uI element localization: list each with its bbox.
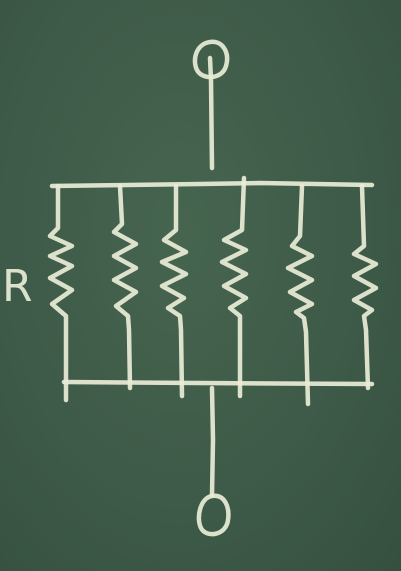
resistor-1	[47, 183, 75, 403]
resistor-6	[351, 183, 379, 391]
top-bus-wire	[49, 180, 375, 189]
bottom-bus-wire	[61, 379, 375, 387]
bottom-terminal	[196, 493, 231, 537]
resistor-4	[219, 175, 249, 399]
resistor-2	[111, 183, 139, 391]
top-lead-wire	[207, 55, 215, 171]
bottom-lead-wire	[209, 385, 216, 498]
resistor-label: R	[2, 261, 33, 312]
resistor-5	[285, 183, 315, 407]
resistor-3	[159, 183, 189, 399]
